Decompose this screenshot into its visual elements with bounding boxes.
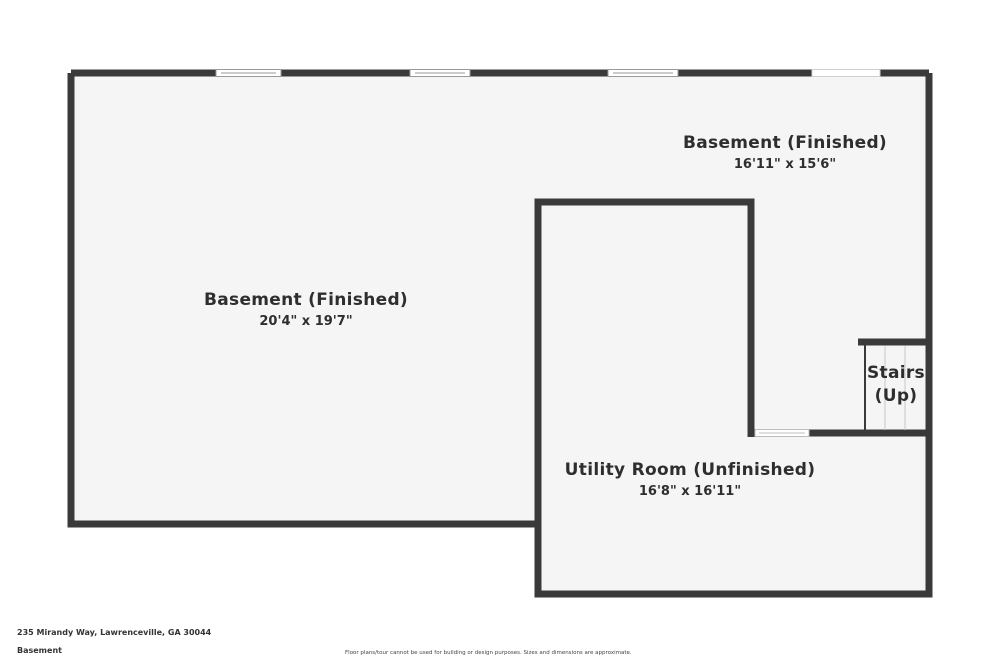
interior-walls: [534, 198, 929, 524]
exterior-walls: [67, 69, 933, 598]
property-address: 235 Mirandy Way, Lawrenceville, GA 30044: [17, 628, 212, 637]
room-dimensions: 20'4" x 19'7": [259, 314, 352, 329]
room-dimensions: 16'11" x 15'6": [734, 157, 836, 172]
disclaimer: Floor plans/tour cannot be used for buil…: [345, 650, 632, 656]
utility-floor: [538, 202, 751, 594]
stairs-label: Stairs: [867, 363, 925, 383]
room-dimensions: 16'8" x 16'11": [639, 484, 741, 499]
floor-level: Basement: [17, 646, 62, 655]
stairs-direction: (Up): [875, 386, 918, 406]
room-name: Basement (Finished): [204, 290, 408, 310]
room-name: Utility Room (Unfinished): [565, 460, 816, 480]
door-opening: [811, 69, 881, 77]
room-name: Basement (Finished): [683, 133, 887, 153]
stairs: [864, 345, 906, 430]
windows: [215, 69, 881, 77]
